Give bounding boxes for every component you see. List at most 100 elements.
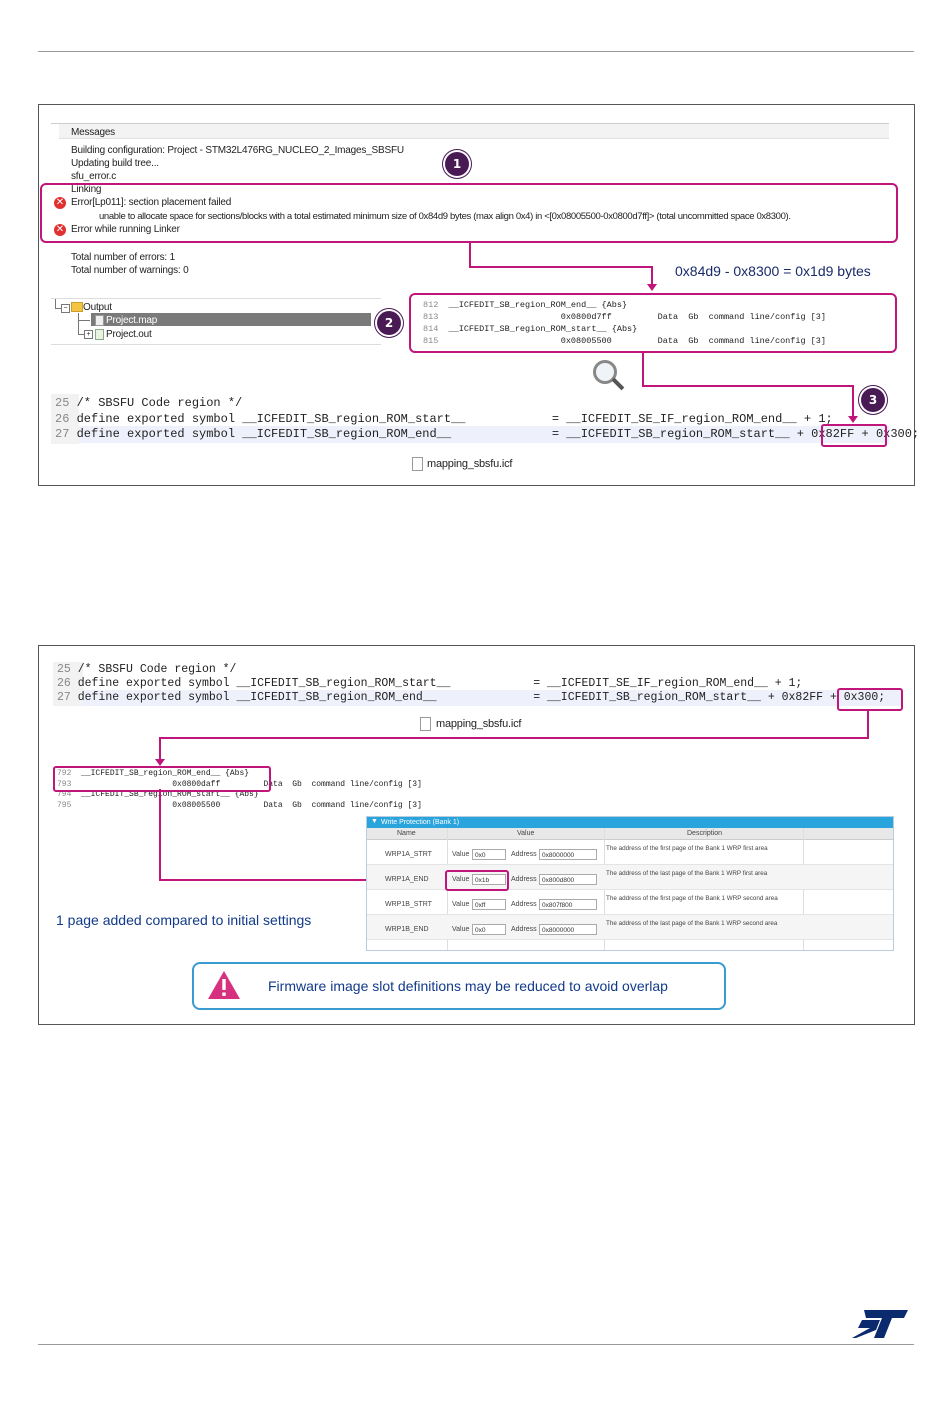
- value-input[interactable]: 0xff: [472, 899, 506, 910]
- row-name: WRP1A_STRT: [385, 851, 432, 858]
- row-description: The address of the last page of the Bank…: [606, 870, 768, 877]
- row-name: WRP1B_STRT: [385, 901, 432, 908]
- chevron-down-icon[interactable]: ▼: [371, 818, 378, 825]
- file-icon: [420, 717, 431, 731]
- wp-header-bar[interactable]: [367, 817, 893, 828]
- warning-icon: [208, 971, 240, 999]
- connector-line: [469, 266, 653, 268]
- code-highlight-box: [821, 424, 887, 447]
- address-label: Address: [511, 901, 537, 908]
- error-message: Error[Lp011]: section placement failed: [71, 197, 232, 208]
- value-label: Value: [452, 901, 470, 908]
- tree-item-project-out[interactable]: Project.out: [106, 329, 152, 340]
- address-label: Address: [511, 851, 537, 858]
- code-block: 25 /* SBSFU Code region */ 26 define exp…: [55, 396, 920, 441]
- code-gutter: [53, 662, 83, 706]
- value-input[interactable]: 0x1b: [472, 874, 506, 885]
- map-highlight-box: [409, 293, 897, 353]
- value-input[interactable]: 0x0: [472, 849, 506, 860]
- map-snippet: 812 __ICFEDIT_SB_region_ROM_end__ {Abs} …: [423, 300, 826, 346]
- error-icon: ✕: [54, 224, 66, 236]
- selected-row: [91, 313, 371, 326]
- note-text: 1 page added compared to initial setting…: [56, 912, 312, 928]
- step-badge-3: 3: [861, 388, 885, 412]
- row-description: The address of the first page of the Ban…: [606, 845, 768, 852]
- address-label: Address: [511, 876, 537, 883]
- code-highlight-box: [837, 688, 903, 711]
- value-label: Value: [452, 926, 470, 933]
- top-rule: [38, 51, 914, 52]
- message-line: Updating build tree...: [71, 158, 159, 169]
- message-line: Building configuration: Project - STM32L…: [71, 145, 404, 156]
- messages-header: Messages: [71, 127, 115, 138]
- arrow-head: [647, 284, 657, 291]
- map-highlight-box: [53, 766, 271, 792]
- bottom-rule: [38, 1344, 914, 1345]
- col-name: Name: [397, 830, 416, 837]
- value-label: Value: [452, 876, 470, 883]
- col-value: Value: [517, 830, 535, 837]
- message-line: Linking: [71, 184, 102, 195]
- connector-line: [469, 241, 471, 267]
- error-detail: unable to allocate space for sections/bl…: [99, 211, 791, 222]
- write-protection-table: ▼ Write Protection (Bank 1) Name Value D…: [366, 816, 894, 951]
- error-highlight-box: [40, 183, 898, 243]
- tree-item-project-map[interactable]: Project.map: [106, 315, 158, 326]
- connector-line: [159, 737, 869, 739]
- connector-line: [867, 709, 869, 738]
- value-input[interactable]: 0x0: [472, 924, 506, 935]
- table-row: [367, 890, 893, 915]
- address-input[interactable]: 0x8000000: [539, 849, 597, 860]
- map-snippet: 792 __ICFEDIT_SB_region_ROM_end__ {Abs} …: [57, 769, 422, 810]
- filename-label: mapping_sbsfu.icf: [436, 718, 522, 730]
- connector-line: [159, 737, 161, 761]
- step-badge-2: 2: [377, 311, 401, 335]
- table-row: [367, 915, 893, 940]
- error-message: Error while running Linker: [71, 224, 180, 235]
- code-gutter: [51, 394, 79, 444]
- code-highlight: + 0x300;: [829, 691, 886, 704]
- address-input[interactable]: 0x8000000: [539, 924, 597, 935]
- file-icon: [95, 315, 104, 326]
- wp-column-header: [367, 828, 893, 840]
- code-highlight-row: [51, 426, 889, 443]
- step-badge-1: 1: [445, 152, 469, 176]
- row-name: WRP1B_END: [385, 926, 429, 933]
- magnifier-handle: [611, 377, 625, 391]
- st-logo-icon: [852, 1310, 908, 1338]
- connector-line: [159, 789, 161, 880]
- connector-line: [642, 351, 644, 386]
- figure-2: 25 /* SBSFU Code region */ 26 define exp…: [38, 645, 915, 1025]
- figure-1: Messages Building configuration: Project…: [38, 104, 919, 486]
- address-input[interactable]: 0x807f800: [539, 899, 597, 910]
- address-input[interactable]: 0x800d800: [539, 874, 597, 885]
- code-block: 25 /* SBSFU Code region */ 26 define exp…: [57, 663, 886, 704]
- expand-icon[interactable]: +: [84, 330, 93, 339]
- messages-panel: Messages Building configuration: Project…: [51, 123, 889, 302]
- file-icon: [412, 457, 423, 471]
- warning-text: Firmware image slot definitions may be r…: [268, 978, 668, 994]
- messages-header-bar: [59, 124, 889, 139]
- value-label: Value: [452, 851, 470, 858]
- connector-line: [852, 385, 854, 417]
- code-highlight-row: [53, 690, 903, 706]
- row-name: WRP1A_END: [385, 876, 429, 883]
- warning-callout: Firmware image slot definitions may be r…: [192, 962, 726, 1010]
- file-icon: [95, 329, 104, 340]
- total-errors: Total number of errors: 1: [71, 252, 175, 263]
- arrow-head: [848, 416, 858, 423]
- arrow-head: [155, 759, 165, 766]
- collapse-icon[interactable]: −: [61, 304, 70, 313]
- wp-title: Write Protection (Bank 1): [381, 819, 460, 826]
- connector-line: [651, 266, 653, 286]
- error-icon: ✕: [54, 197, 66, 209]
- address-label: Address: [511, 926, 537, 933]
- row-description: The address of the last page of the Bank…: [606, 920, 778, 927]
- table-row: [367, 840, 893, 865]
- tree-item-output[interactable]: Output: [83, 302, 112, 313]
- total-warnings: Total number of warnings: 0: [71, 265, 189, 276]
- message-line: sfu_error.c: [71, 171, 117, 182]
- connector-line: [159, 879, 443, 881]
- row-description: The address of the first page of the Ban…: [606, 895, 778, 902]
- filename-label: mapping_sbsfu.icf: [427, 458, 513, 470]
